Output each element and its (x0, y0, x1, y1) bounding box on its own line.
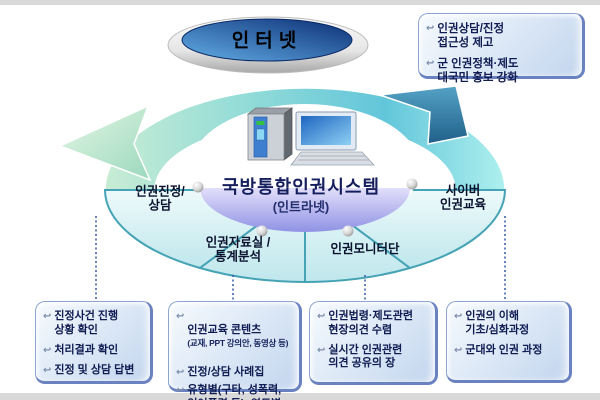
detail-note: (교재, PPT 강의안, 동영상 등) (187, 337, 289, 348)
arrow-bullet-icon: ↩ (317, 344, 326, 356)
junction-sphere-icon (342, 225, 354, 237)
benefit-item: ↩ 인권상담/진정 접근성 제고 (425, 22, 577, 51)
detail-text: 유형별(구타, 성폭력, 언어폭력 등), 연도별 통계분석,정책 반영 (187, 383, 282, 400)
flow-tail-arrow-icon (58, 104, 152, 182)
sector-label-monitor: 인권모니터단 (330, 241, 400, 256)
detail-text: 처리결과 확인 (54, 343, 119, 356)
internet-label: 인터넷 (231, 30, 303, 52)
arrow-bullet-icon: ↩ (317, 311, 326, 322)
internet-badge (167, 16, 369, 74)
benefit-text: 군 인권정책·제도 대국민 홍보 강화 (437, 57, 519, 85)
detail-item: ↩ 처리결과 확인 (42, 344, 145, 358)
benefits-box: ↩ 인권상담/진정 접근성 제고 ↩ 군 인권정책·제도 대국민 홍보 강화 (418, 13, 585, 84)
hub-subtitle: (인트라넷) (272, 199, 330, 215)
detail-text: 인권법령·제도관련 현장의견 수렴 (328, 310, 414, 336)
detail-text: 인권의 이해 기초/심화과정 (465, 310, 530, 336)
junction-spheres (192, 178, 418, 237)
hub-purple-disc (200, 188, 410, 232)
detail-box-library: ↩ 인권교육 콘텐츠 (교재, PPT 강의안, 동영상 등) ↩ 진정/상담 … (168, 301, 302, 400)
sector-label-petition: 인권진정/ 상담 (135, 184, 185, 213)
detail-item: ↩ 진정/상담 사례집 (175, 366, 294, 380)
detail-item: ↩ 실시간 인권관련 의견 공유의 장 (316, 344, 430, 372)
arrow-bullet-icon: ↩ (43, 311, 52, 322)
dotted-connectors (95, 216, 506, 300)
detail-text: 진정 및 상담 답변 (54, 363, 135, 376)
detail-item: ↩ 인권법령·제도관련 현장의견 수렴 (316, 310, 430, 338)
detail-text: 인권교육 콘텐츠 (187, 323, 262, 336)
detail-text: 진정/상담 사례집 (187, 365, 265, 378)
junction-sphere-icon (256, 225, 268, 237)
hub-title: 국방통합인권시스템 (221, 177, 381, 197)
arrow-bullet-icon: ↩ (176, 384, 185, 396)
detail-item: ↩ 유형별(구타, 성폭력, 언어폭력 등), 연도별 통계분석,정책 반영 (175, 384, 294, 400)
top-border-strip (0, 0, 600, 5)
arrow-bullet-icon: ↩ (426, 23, 435, 34)
sector-label-library: 인권자료실 / 통계분석 (205, 235, 271, 264)
detail-box-cyberedu: ↩ 인권의 이해 기초/심화과정 ↩ 군대와 인권 과정 (446, 301, 572, 383)
detail-item: ↩ 진정사건 진행 상황 확인 (42, 310, 145, 338)
computer-icon (246, 107, 375, 166)
bottom-border-strip (0, 393, 600, 400)
benefit-item: ↩ 군 인권정책·제도 대국민 홍보 강화 (425, 57, 577, 86)
arrow-bullet-icon: ↩ (454, 311, 463, 322)
arrow-bullet-icon: ↩ (176, 366, 185, 378)
arrow-bullet-icon: ↩ (43, 364, 52, 376)
detail-text: 진정사건 진행 상황 확인 (54, 310, 119, 336)
junction-sphere-icon (406, 178, 418, 190)
detail-item: ↩ 군대와 인권 과정 (453, 344, 564, 358)
detail-item: ↩ 인권의 이해 기초/심화과정 (453, 310, 564, 338)
benefit-text: 인권상담/진정 접근성 제고 (437, 23, 505, 50)
arrow-bullet-icon: ↩ (426, 57, 435, 69)
arrow-bullet-icon: ↩ (454, 344, 463, 356)
detail-text: 실시간 인권관련 의견 공유의 장 (328, 343, 403, 370)
detail-box-petition: ↩ 진정사건 진행 상황 확인 ↩ 처리결과 확인 ↩ 진정 및 상담 답변 (35, 301, 153, 384)
detail-item: ↩ 인권교육 콘텐츠 (교재, PPT 강의안, 동영상 등) (175, 310, 294, 362)
junction-sphere-icon (192, 181, 204, 193)
sector-label-cyberedu: 사이버 인권교육 (439, 183, 487, 212)
detail-item: ↩ 진정 및 상담 답변 (42, 364, 145, 378)
arrow-bullet-icon: ↩ (176, 311, 185, 322)
detail-text: 군대와 인권 과정 (465, 343, 543, 356)
detail-box-monitor: ↩ 인권법령·제도관련 현장의견 수렴 ↩ 실시간 인권관련 의견 공유의 장 (309, 301, 438, 385)
arrow-bullet-icon: ↩ (43, 344, 52, 356)
flow-head-arrow-icon (379, 85, 469, 145)
